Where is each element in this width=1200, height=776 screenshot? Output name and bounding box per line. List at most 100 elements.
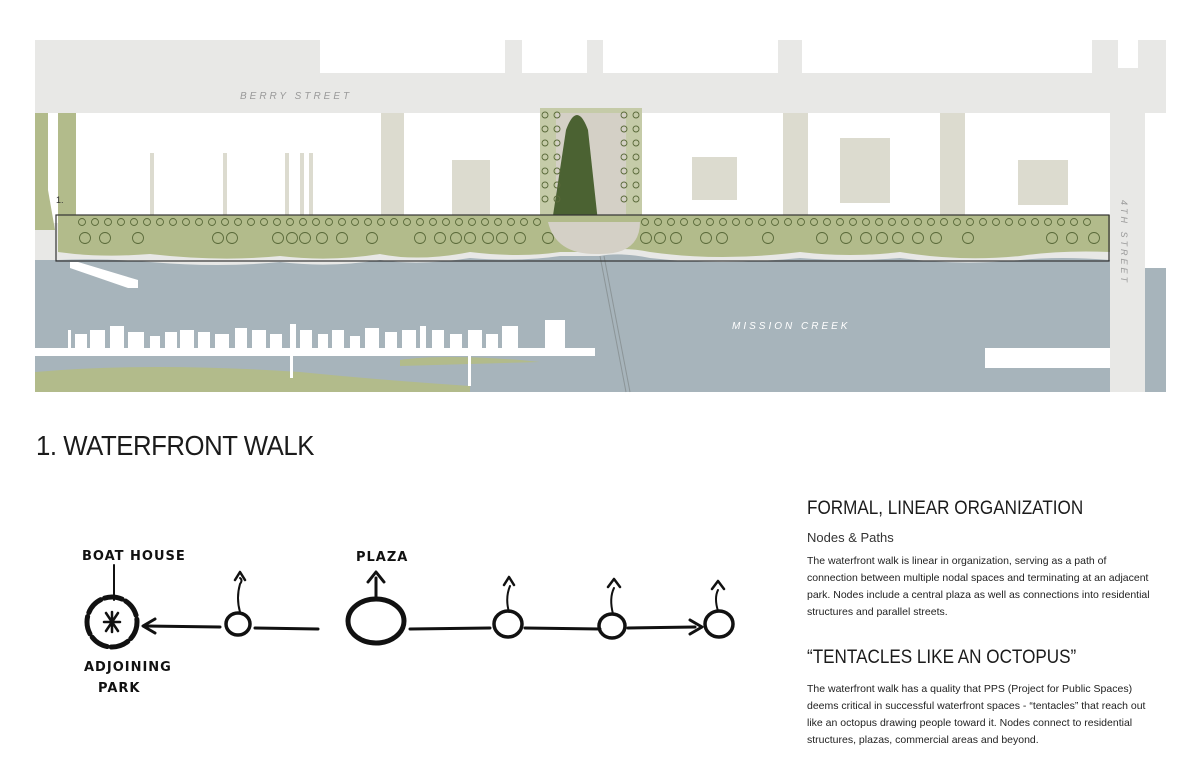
plaza-node: [345, 596, 407, 646]
tree-symbol: [514, 232, 526, 244]
tree-symbol: [940, 218, 948, 226]
tentacle-1-arrow: [233, 570, 247, 582]
tree-symbol: [99, 232, 111, 244]
tree-symbol: [221, 218, 229, 226]
tree-symbol: [840, 232, 852, 244]
tree-symbol: [620, 167, 628, 175]
tree-symbol: [336, 232, 348, 244]
footbridge: [599, 255, 631, 393]
arrowhead-right: [688, 618, 704, 636]
tree-symbol: [316, 232, 328, 244]
tree-symbol: [130, 218, 138, 226]
tree-symbol: [496, 232, 508, 244]
tree-symbol: [732, 218, 740, 226]
tree-symbol: [1005, 218, 1013, 226]
tree-symbol: [1031, 218, 1039, 226]
tree-symbol: [143, 218, 151, 226]
tree-symbol: [553, 139, 561, 147]
tree-symbol: [632, 111, 640, 119]
organization-subheading: Nodes & Paths: [807, 530, 894, 545]
mission-creek-label: MISSION CREEK: [732, 321, 850, 332]
tree-symbol: [212, 232, 224, 244]
tree-symbol: [654, 232, 666, 244]
marina-piers: [35, 320, 1110, 386]
boat-house-label: BOAT HOUSE: [82, 549, 186, 564]
tree-symbol: [414, 232, 426, 244]
tree-symbol: [299, 232, 311, 244]
tree-symbol: [442, 218, 450, 226]
node-4: [597, 612, 627, 640]
tree-symbol: [875, 218, 883, 226]
tree-symbol: [892, 232, 904, 244]
tree-symbol: [758, 218, 766, 226]
tree-symbol: [541, 181, 549, 189]
tree-symbol: [1066, 232, 1078, 244]
tree-symbol: [541, 139, 549, 147]
tree-symbol: [1018, 218, 1026, 226]
tree-symbol: [553, 153, 561, 161]
tentacle-plaza-arrow: [366, 570, 386, 584]
tree-symbol: [541, 111, 549, 119]
tree-symbol: [429, 218, 437, 226]
tree-symbol: [888, 218, 896, 226]
tree-symbol: [1070, 218, 1078, 226]
central-plaza: [540, 108, 642, 223]
tree-symbol: [494, 218, 502, 226]
tree-symbol: [286, 232, 298, 244]
description-column: FORMAL, LINEAR ORGANIZATION Nodes & Path…: [807, 498, 1152, 749]
buildings: [150, 113, 1068, 223]
tree-symbol: [953, 218, 961, 226]
mission-creek-water: [35, 254, 1110, 392]
tree-symbol: [366, 232, 378, 244]
text-block-organization: FORMAL, LINEAR ORGANIZATION Nodes & Path…: [807, 498, 1152, 621]
section-title: 1. WATERFRONT WALK: [36, 430, 314, 461]
tree-symbol: [533, 218, 541, 226]
tree-symbol: [966, 218, 974, 226]
waterfront-walk-outline: [55, 214, 1110, 262]
tree-symbol: [912, 232, 924, 244]
tree-symbol: [553, 167, 561, 175]
tree-symbol: [706, 218, 714, 226]
tree-symbol: [992, 218, 1000, 226]
tree-symbol: [464, 232, 476, 244]
tentacle-1: [237, 577, 243, 613]
tree-symbol: [797, 218, 805, 226]
tentacle-3: [506, 585, 511, 613]
tree-symbol: [640, 232, 652, 244]
tree-symbol: [632, 153, 640, 161]
tree-symbol: [481, 218, 489, 226]
tree-symbol: [719, 218, 727, 226]
tree-symbol: [862, 218, 870, 226]
tree-symbol: [979, 218, 987, 226]
path-line: [143, 624, 697, 631]
tree-symbol: [364, 218, 372, 226]
tree-symbol: [620, 195, 628, 203]
tree-symbol: [377, 218, 385, 226]
tree-symbol: [169, 218, 177, 226]
tree-symbol: [79, 232, 91, 244]
tree-symbol: [351, 218, 359, 226]
tree-symbol: [620, 153, 628, 161]
plaza-label: PLAZA: [356, 550, 408, 565]
nodes-paths-sketch: BOAT HOUSE PLAZA ADJOINING PARK: [82, 549, 735, 696]
tree-symbol: [260, 218, 268, 226]
tentacles-body: The waterfront walk has a quality that P…: [807, 683, 1146, 746]
tree-symbol: [234, 218, 242, 226]
tree-symbol: [1046, 232, 1058, 244]
text-block-tentacles: “TENTACLES LIKE AN OCTOPUS” The waterfro…: [807, 647, 1152, 749]
left-park-edge-2: [58, 113, 76, 220]
tentacle-5: [715, 589, 719, 612]
tree-symbol: [716, 232, 728, 244]
boat-house-node: [84, 594, 140, 650]
tentacle-4: [610, 587, 615, 615]
residential-block-right: [1145, 113, 1166, 268]
tree-symbol: [962, 232, 974, 244]
tree-symbol: [641, 218, 649, 226]
tree-symbol: [816, 232, 828, 244]
tree-symbol: [416, 218, 424, 226]
tree-symbol: [78, 218, 86, 226]
tree-symbol: [91, 218, 99, 226]
tree-symbol: [693, 218, 701, 226]
adjoining-label: ADJOINING: [84, 660, 172, 675]
block-gaps: [320, 40, 1138, 73]
